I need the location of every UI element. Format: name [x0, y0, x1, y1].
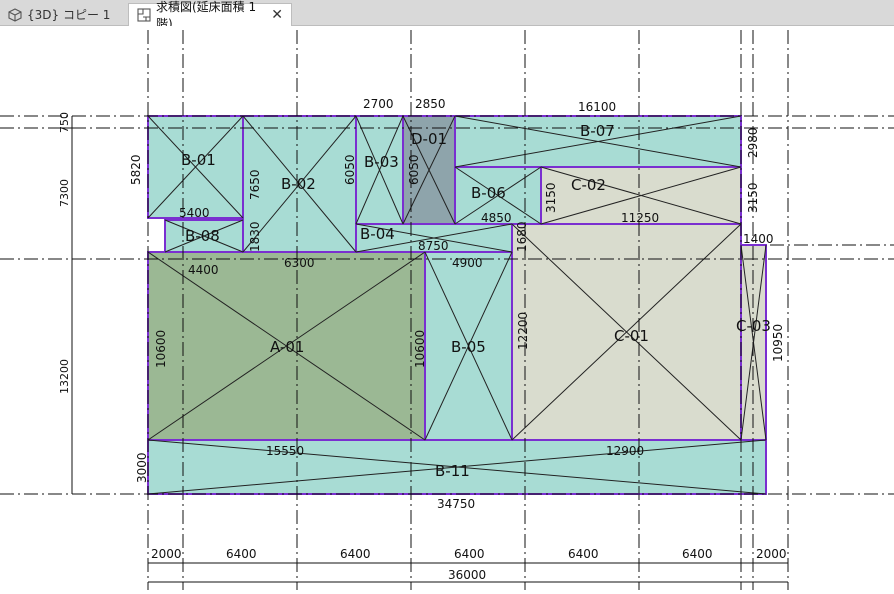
label-b05: B-05: [451, 338, 486, 356]
grid-dimension-lines: [62, 116, 788, 583]
dim-10600b: 10600: [413, 330, 427, 368]
label-b02: B-02: [281, 175, 316, 193]
dim-1830: 1830: [248, 221, 262, 252]
dim-8750: 8750: [418, 239, 449, 253]
label-b06: B-06: [471, 184, 506, 202]
label-b11: B-11: [435, 462, 470, 480]
dim-6300: 6300: [284, 256, 315, 270]
label-d01: D-01: [411, 130, 447, 148]
label-b03: B-03: [364, 153, 399, 171]
drawing-canvas[interactable]: B-01 B-02 B-03 D-01 B-07 B-06 C-02 B-08 …: [0, 26, 894, 594]
dim-15550: 15550: [266, 444, 304, 458]
room-labels: B-01 B-02 B-03 D-01 B-07 B-06 C-02 B-08 …: [181, 122, 771, 480]
label-c03: C-03: [736, 317, 771, 335]
dim-6050a: 6050: [343, 154, 357, 185]
grid-dimensions: 2000 6400 6400 6400 6400 6400 2000 36000: [151, 547, 787, 582]
tab-area-plan[interactable]: 求積図(延床面積 1階) ✕: [128, 0, 292, 31]
left-dimensions: 750 7300 13200: [58, 112, 71, 394]
label-c01: C-01: [614, 327, 649, 345]
dim-3150b: 3150: [746, 182, 760, 213]
label-c02: C-02: [571, 176, 606, 194]
dim-4850: 4850: [481, 211, 512, 225]
dim-1680: 1680: [515, 221, 529, 252]
label-b08: B-08: [185, 227, 220, 245]
dim-10600a: 10600: [154, 330, 168, 368]
dim-2700: 2700: [363, 97, 394, 111]
dim-4400: 4400: [188, 263, 219, 277]
dim-13200: 13200: [58, 359, 71, 394]
dim-10950: 10950: [771, 324, 785, 362]
tab-3d-label: {3D} コピー 1: [27, 8, 111, 22]
dim-12900: 12900: [606, 444, 644, 458]
dim-6050b: 6050: [407, 154, 421, 185]
dim-7300: 7300: [58, 179, 71, 207]
floor-plan-icon: [137, 8, 151, 22]
close-tab-icon[interactable]: ✕: [271, 7, 283, 23]
dim-4900: 4900: [452, 256, 483, 270]
tab-3d-view[interactable]: {3D} コピー 1: [0, 3, 128, 26]
dim-5820: 5820: [129, 154, 143, 185]
dim-2980: 2980: [746, 127, 760, 158]
label-b01: B-01: [181, 151, 216, 169]
grid-dim-1: 2000: [151, 547, 182, 561]
dim-3000: 3000: [135, 452, 149, 483]
dim-11250: 11250: [621, 211, 659, 225]
dim-750: 750: [58, 112, 71, 133]
area-diagonals: [147, 115, 767, 495]
dim-7650: 7650: [248, 169, 262, 200]
grid-dim-5: 6400: [568, 547, 599, 561]
cube-icon: [8, 7, 22, 22]
label-a01: A-01: [270, 338, 304, 356]
grid-dim-3: 6400: [340, 547, 371, 561]
dim-3150a: 3150: [544, 182, 558, 213]
grid-dim-7: 2000: [756, 547, 787, 561]
grid-dim-total: 36000: [448, 568, 486, 582]
dim-34750: 34750: [437, 497, 475, 511]
dim-16100: 16100: [578, 100, 616, 114]
grid-lines: [0, 30, 894, 590]
view-tab-bar: {3D} コピー 1 求積図(延床面積 1階) ✕: [0, 0, 894, 31]
dim-2850: 2850: [415, 97, 446, 111]
dim-1400: 1400: [743, 232, 774, 246]
label-b04: B-04: [360, 225, 395, 243]
grid-dim-4: 6400: [454, 547, 485, 561]
area-dimensions: 2700 2850 16100 5820 7650 6050 6050 5400…: [129, 97, 785, 511]
grid-dim-6: 6400: [682, 547, 713, 561]
dim-12200: 12200: [516, 312, 530, 350]
grid-dim-2: 6400: [226, 547, 257, 561]
dim-5400: 5400: [179, 206, 210, 220]
area-plan-drawing: B-01 B-02 B-03 D-01 B-07 B-06 C-02 B-08 …: [0, 30, 894, 590]
label-b07: B-07: [580, 122, 615, 140]
room-fills: [147, 115, 767, 495]
